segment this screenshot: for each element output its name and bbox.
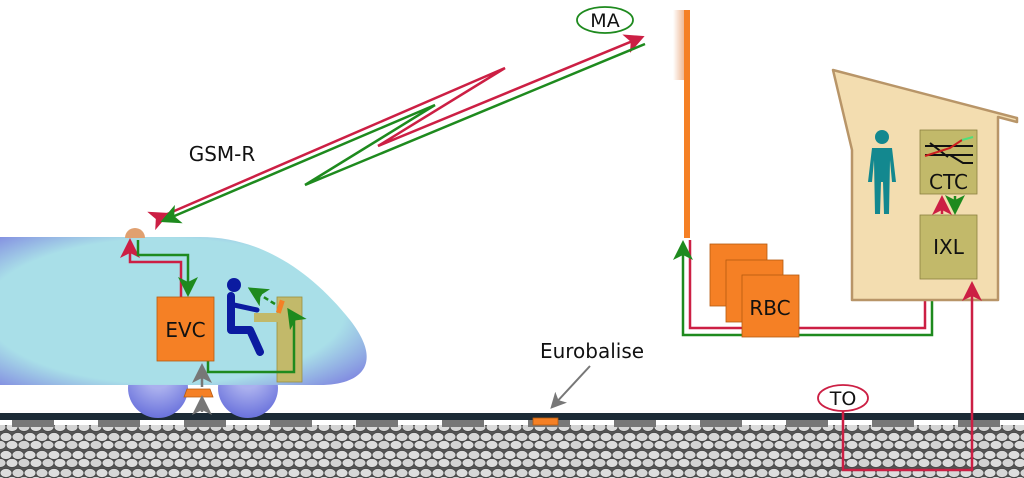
track-layout-icon xyxy=(924,136,974,164)
dmi-to-driver-arrow xyxy=(247,287,276,307)
ixl-label: IXL xyxy=(933,235,965,259)
to-badge xyxy=(817,384,869,412)
to-label: TO xyxy=(829,388,857,410)
rbc-stack: RBC xyxy=(709,243,800,338)
dmi-screen-icon xyxy=(275,299,285,314)
eurobalise xyxy=(532,417,559,426)
gsmr-label: GSM-R xyxy=(189,142,256,166)
rbc-box xyxy=(741,274,800,338)
ma-label: MA xyxy=(590,10,619,32)
ixl-rbc-mast-green-line xyxy=(673,240,934,337)
radio-downlink-zigzag xyxy=(160,42,646,224)
balise-antenna xyxy=(183,388,214,398)
driver-icon xyxy=(227,278,264,356)
console-desk xyxy=(254,313,284,322)
ma-badge xyxy=(576,6,634,34)
track-occupancy-line xyxy=(841,281,982,472)
eurobalise-label: Eurobalise xyxy=(540,339,644,363)
mast-rbc-ixl-red-line xyxy=(688,240,935,330)
radio-uplink-zigzag xyxy=(147,34,645,231)
rail xyxy=(0,413,1024,420)
rbc-label: RBC xyxy=(749,296,790,320)
evc-label: EVC xyxy=(165,318,205,342)
antenna-icon xyxy=(125,228,145,238)
track xyxy=(0,413,1024,478)
ctc-label: CTC xyxy=(929,170,968,194)
evc-box xyxy=(156,296,215,362)
eurobalise-pointer-arrow xyxy=(550,365,591,409)
control-building: CTC IXL xyxy=(831,68,1019,302)
radio-mast xyxy=(684,10,690,238)
ixl-box xyxy=(919,214,978,280)
train: EVC xyxy=(0,228,367,418)
antenna-to-evc-arrow xyxy=(136,240,198,297)
dispatcher-icon xyxy=(868,130,896,214)
